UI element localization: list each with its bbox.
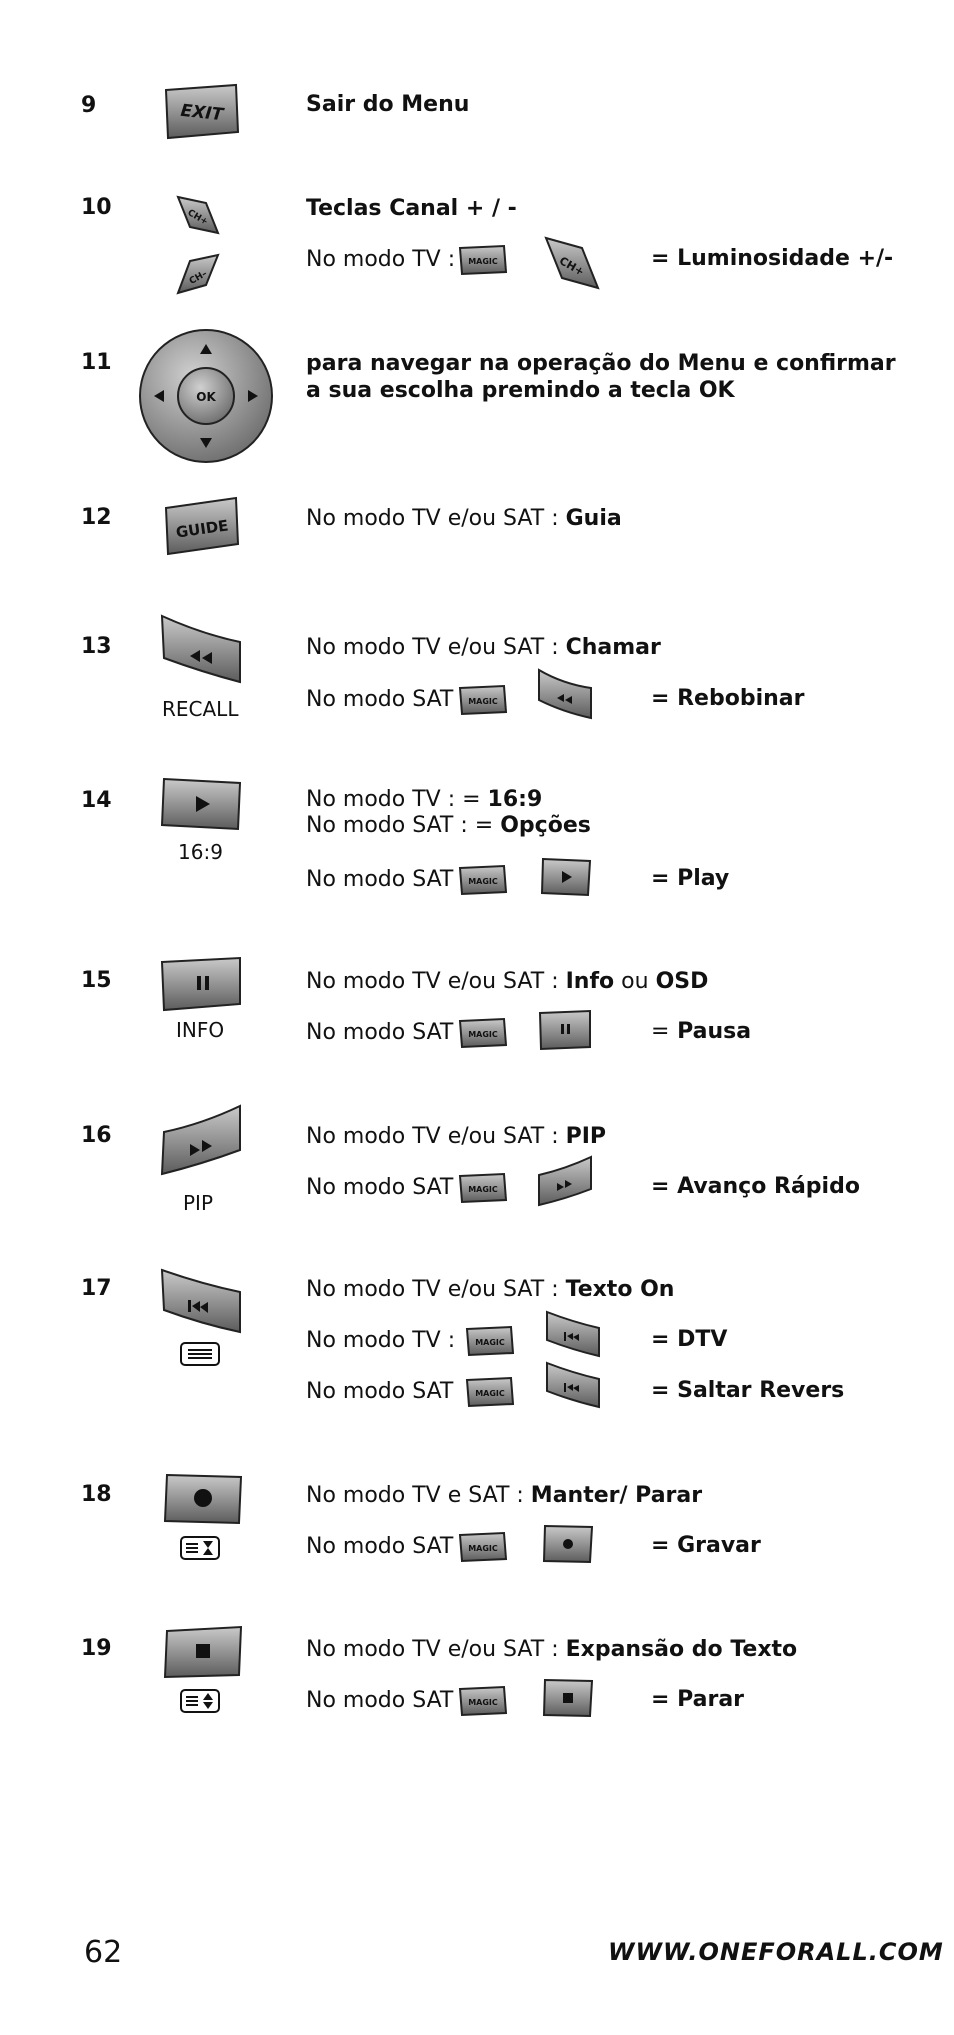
recall-label: RECALL: [162, 697, 239, 721]
item-15-mode: No modo SAT :: [306, 1020, 468, 1045]
item-number: 11: [81, 350, 112, 375]
footer-url[interactable]: WWW.ONEFORALL.COM: [608, 1938, 944, 1966]
item-number: 18: [81, 1482, 112, 1507]
item-12-text: No modo TV e/ou SAT : Guia: [306, 506, 622, 531]
svg-text:MAGIC: MAGIC: [475, 1389, 505, 1398]
svg-text:MAGIC: MAGIC: [468, 257, 498, 266]
item-14-result: = Play: [651, 866, 730, 891]
item-number: 16: [81, 1123, 112, 1148]
item-19-mode: No modo SAT :: [306, 1688, 468, 1713]
item-number: 13: [81, 634, 112, 659]
item-15-result: = Pausa: [651, 1019, 752, 1044]
item-13-mode: No modo SAT :: [306, 687, 468, 712]
navigation-pad-icon: OK: [139, 329, 273, 463]
rewind-button-icon: [160, 614, 241, 684]
item-14-line1: No modo TV : = 16:9: [306, 787, 543, 812]
item-15-line1: No modo TV e/ou SAT : Info ou OSD: [306, 969, 709, 994]
magic-button-icon: MAGIC: [465, 1325, 515, 1357]
item-18-result: = Gravar: [651, 1533, 761, 1558]
channel-down-icon: CH–: [176, 253, 220, 295]
svg-text:MAGIC: MAGIC: [468, 697, 498, 706]
page-number: 62: [84, 1935, 123, 1970]
svg-text:MAGIC: MAGIC: [468, 877, 498, 886]
teletext-icon: [180, 1342, 220, 1366]
stop-button-icon: [542, 1678, 594, 1718]
item-number: 12: [81, 505, 112, 530]
rewind-button-icon: [538, 668, 592, 720]
svg-text:OK: OK: [196, 390, 216, 404]
svg-text:EXIT: EXIT: [180, 101, 226, 125]
item-13-result: = Rebobinar: [651, 686, 805, 711]
channel-up-icon: CH+: [544, 236, 600, 290]
svg-text:MAGIC: MAGIC: [468, 1544, 498, 1553]
item-17-result-tv: = DTV: [651, 1327, 728, 1352]
channel-up-icon: CH+: [176, 195, 220, 235]
svg-text:MAGIC: MAGIC: [468, 1698, 498, 1707]
item-number: 19: [81, 1636, 112, 1661]
item-18-line1: No modo TV e SAT : Manter/ Parar: [306, 1483, 703, 1508]
item-14-line1b: No modo SAT : = Opções: [306, 813, 591, 838]
item-10-title: Teclas Canal + / -: [306, 196, 517, 221]
item-16-result: = Avanço Rápido: [651, 1174, 860, 1199]
item-number: 15: [81, 968, 112, 993]
item-11-line2: a sua escolha premindo a tecla OK: [306, 378, 735, 403]
item-17-result-sat: = Saltar Revers: [651, 1378, 845, 1403]
item-number: 10: [81, 195, 112, 220]
guide-button-icon: GUIDE: [164, 496, 240, 556]
magic-button-icon: MAGIC: [458, 1531, 508, 1563]
item-number: 9: [81, 93, 97, 118]
pause-button-icon: [160, 956, 241, 1012]
item-19-line1: No modo TV e/ou SAT : Expansão do Texto: [306, 1637, 798, 1662]
item-14-mode: No modo SAT :: [306, 867, 468, 892]
hold-icon: [180, 1536, 220, 1560]
item-17-mode-sat: No modo SAT: [306, 1379, 454, 1404]
stop-button-icon: [163, 1625, 243, 1679]
item-10-mode: No modo TV :: [306, 247, 456, 272]
play-button-icon: [160, 777, 242, 831]
item-17-mode-tv: No modo TV :: [306, 1328, 456, 1353]
item-18-mode: No modo SAT :: [306, 1534, 468, 1559]
item-17-line1: No modo TV e/ou SAT : Texto On: [306, 1277, 675, 1302]
fast-forward-button-icon: [538, 1155, 592, 1207]
record-button-icon: [163, 1473, 243, 1525]
item-number: 14: [81, 788, 112, 813]
item-16-mode: No modo SAT :: [306, 1175, 468, 1200]
record-button-icon: [542, 1524, 594, 1564]
item-number: 17: [81, 1276, 112, 1301]
magic-button-icon: MAGIC: [458, 244, 508, 276]
item-9-text: Sair do Menu: [306, 92, 470, 117]
ratio-label: 16:9: [178, 840, 223, 864]
pip-label: PIP: [183, 1191, 214, 1215]
item-13-line1: No modo TV e/ou SAT : Chamar: [306, 635, 661, 660]
info-label: INFO: [176, 1018, 225, 1042]
magic-button-icon: MAGIC: [458, 1685, 508, 1717]
magic-button-icon: MAGIC: [458, 864, 508, 896]
magic-button-icon: MAGIC: [458, 1172, 508, 1204]
fast-forward-button-icon: [160, 1104, 241, 1176]
svg-text:MAGIC: MAGIC: [468, 1030, 498, 1039]
exit-button-icon: EXIT: [164, 83, 240, 140]
item-19-result: = Parar: [651, 1687, 745, 1712]
magic-button-icon: MAGIC: [465, 1376, 515, 1408]
expand-icon: [180, 1689, 220, 1713]
svg-text:MAGIC: MAGIC: [468, 1185, 498, 1194]
skip-back-button-icon: [546, 1361, 600, 1409]
pause-button-icon: [538, 1009, 591, 1051]
skip-back-button-icon: [546, 1310, 600, 1358]
magic-button-icon: MAGIC: [458, 1017, 508, 1049]
skip-back-button-icon: [160, 1268, 241, 1334]
magic-button-icon: MAGIC: [458, 684, 508, 716]
item-11-line1: para navegar na operação do Menu e confi…: [306, 351, 896, 376]
svg-text:MAGIC: MAGIC: [475, 1338, 505, 1347]
item-16-line1: No modo TV e/ou SAT : PIP: [306, 1124, 607, 1149]
item-10-result: = Luminosidade +/-: [651, 246, 894, 271]
play-button-icon: [540, 857, 592, 897]
